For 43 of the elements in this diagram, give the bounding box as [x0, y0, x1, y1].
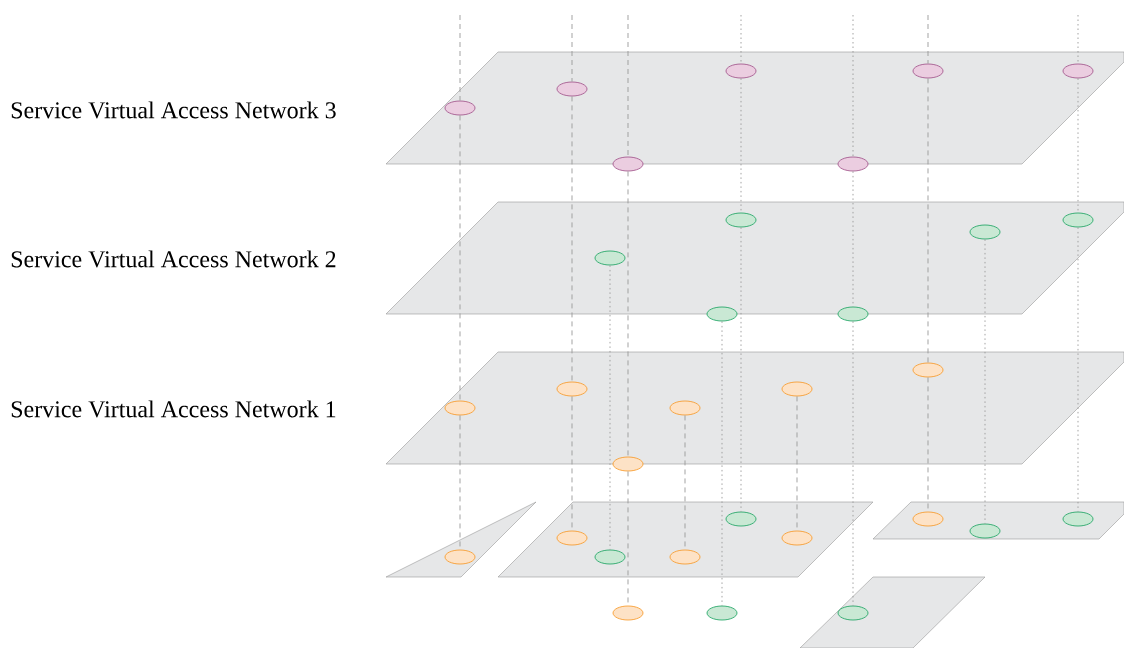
node-ellipse — [969, 224, 1001, 240]
node-ellipse — [706, 605, 738, 621]
node-ellipse — [612, 456, 644, 472]
node-ellipse — [556, 381, 588, 397]
network-layer: Service Virtual Access Network 2 — [11, 201, 1124, 315]
network-layer: Service Virtual Access Network 1 — [11, 351, 1124, 465]
connector-line — [927, 77, 929, 364]
node-ellipse — [1062, 63, 1094, 79]
node-ellipse — [594, 250, 626, 266]
node-ellipse — [725, 63, 757, 79]
node-ellipse — [444, 400, 476, 416]
network-layer: Service Virtual Access Network 3 — [11, 51, 1124, 165]
node-label: Service Virtual Access Network 3 — [11, 101, 336, 119]
node-ellipse — [837, 156, 869, 172]
physical-network-plane — [385, 501, 537, 578]
node-ellipse — [781, 530, 813, 546]
physical-network-plane — [799, 576, 986, 648]
node-ellipse — [781, 381, 813, 397]
node-ellipse — [725, 212, 757, 228]
node-ellipse — [669, 549, 701, 565]
node-ellipse — [912, 511, 944, 527]
node-ellipse — [444, 100, 476, 116]
connector-line — [571, 14, 573, 83]
node-label: Service Virtual Access Network 1 — [11, 400, 336, 418]
node-ellipse — [837, 306, 869, 322]
node-ellipse — [706, 306, 738, 322]
node-ellipse — [669, 400, 701, 416]
node-ellipse — [612, 156, 644, 172]
node-ellipse — [969, 523, 1001, 539]
node-ellipse — [612, 605, 644, 621]
node-ellipse — [912, 362, 944, 378]
node-ellipse — [1062, 212, 1094, 228]
node-ellipse — [837, 605, 869, 621]
node-label: Service Virtual Access Network 2 — [11, 250, 336, 268]
node-ellipse — [556, 81, 588, 97]
node-ellipse — [556, 530, 588, 546]
node-ellipse — [594, 549, 626, 565]
connector-line — [927, 14, 929, 65]
node-ellipse — [1062, 511, 1094, 527]
node-ellipse — [725, 511, 757, 527]
connector-line — [459, 14, 461, 102]
node-ellipse — [444, 549, 476, 565]
node-ellipse — [912, 63, 944, 79]
